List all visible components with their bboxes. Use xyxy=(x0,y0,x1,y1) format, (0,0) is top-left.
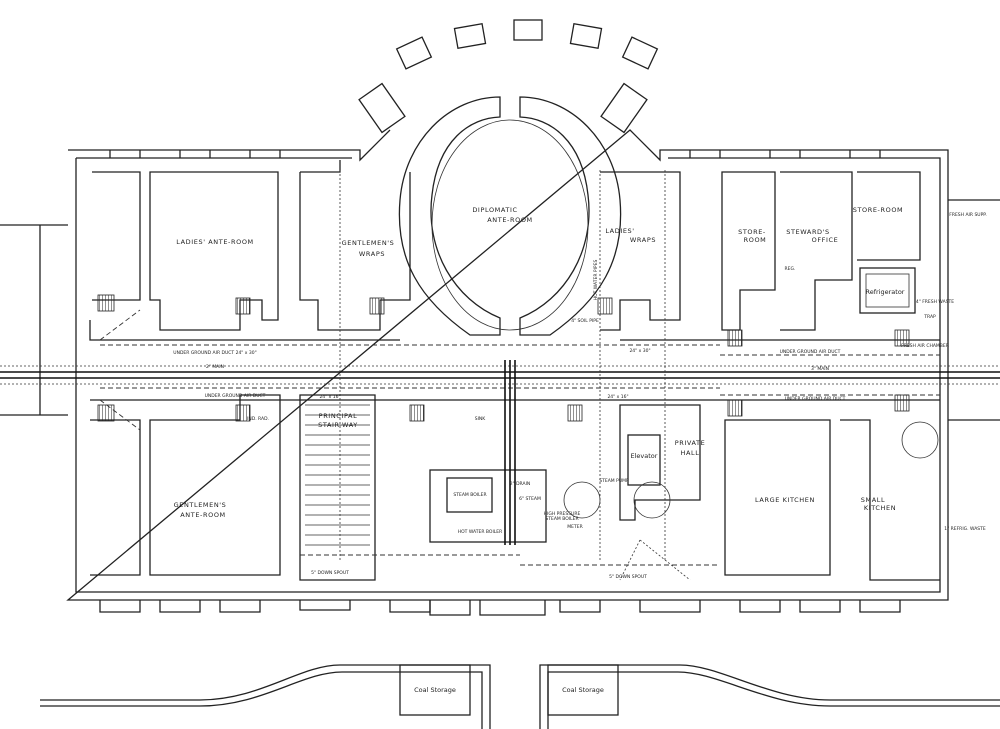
label-coal-storage-2: Coal Storage xyxy=(562,686,604,694)
note-refrig-waste: 1" REFRIG. WASTE xyxy=(944,526,986,532)
label-ladies-ante-room: LADIES' ANTE-ROOM xyxy=(176,238,254,246)
label-steam-boiler: STEAM BOILER xyxy=(453,492,486,498)
note-meter: METER xyxy=(567,524,582,530)
note-24x16a: 24" x 16" xyxy=(319,394,340,400)
note-ind-rad: IND. RAD. xyxy=(247,416,269,422)
label-hp-steam-boiler: HIGH PRESSURE xyxy=(544,511,581,517)
room-labels: LADIES' ANTE-ROOM GENTLEMEN'S WRAPS DIPL… xyxy=(174,206,987,694)
note-duct-top: UNDER GROUND AIR DUCT 24" x 30" xyxy=(173,350,256,356)
note-drain: 2" DRAIN xyxy=(510,481,531,487)
note-steam: 6" STEAM xyxy=(519,496,541,502)
note-soil-pipe: 4" SOIL PIPE xyxy=(571,318,599,324)
label-coal-storage-1: Coal Storage xyxy=(414,686,456,694)
note-duct-right-bottom: UNDER GROUND AIR DUCT xyxy=(785,396,846,402)
label-hot-water-boiler: HOT WATER BOILER xyxy=(458,529,503,535)
label-diplomatic-2: ANTE-ROOM xyxy=(487,216,533,224)
note-fresh-waste: 4" FRESH WASTE xyxy=(916,299,954,305)
note-trap: TRAP xyxy=(923,314,936,320)
label-private-hall: PRIVATE xyxy=(675,439,706,447)
label-gentlemens-wraps: GENTLEMEN'S xyxy=(342,239,395,247)
outer-walls xyxy=(0,129,1000,616)
label-ladies-wraps: LADIES' xyxy=(605,227,634,235)
label-store-room-1b: ROOM xyxy=(744,236,767,244)
label-steam-pump: STEAM PUMP xyxy=(599,478,629,484)
note-down-spout-2: 5" DOWN SPOUT xyxy=(609,574,647,580)
annotations: UNDER GROUND AIR DUCT 24" x 30" UNDER GR… xyxy=(173,260,986,580)
label-refrigerator: Refrigerator xyxy=(866,288,905,296)
label-fresh-air-supply: FRESH AIR SUPP. xyxy=(949,212,987,218)
label-gentlemens-ante-room: GENTLEMEN'S xyxy=(174,501,227,509)
label-elevator: Elevator xyxy=(631,452,658,460)
label-large-kitchen: LARGE KITCHEN xyxy=(755,496,815,504)
label-small-kitchen: SMALL xyxy=(861,496,885,504)
oval-room xyxy=(398,96,622,336)
label-diplomatic: DIPLOMATIC xyxy=(472,206,517,214)
label-stewards-office-2: OFFICE xyxy=(812,236,839,244)
label-store-room-2: STORE-ROOM xyxy=(853,206,904,214)
note-24x16b: 24" x 16" xyxy=(607,394,628,400)
label-gentlemens-ante-room-2: ANTE-ROOM xyxy=(180,511,226,519)
note-reg: REG. xyxy=(785,266,796,272)
bay-piers xyxy=(358,19,659,134)
note-sink: SINK xyxy=(475,416,487,422)
interior-walls-upper xyxy=(89,160,940,341)
label-stewards-office: STEWARD'S xyxy=(786,228,830,236)
note-fresh-air-chamber: FRESH AIR CHAMBER xyxy=(901,343,949,349)
note-duct-right-top: UNDER GROUND AIR DUCT xyxy=(780,349,841,355)
note-24x30: 24" x 30" xyxy=(629,348,650,354)
label-small-kitchen-2: KITCHEN xyxy=(864,504,896,512)
label-gentlemens-wraps-2: WRAPS xyxy=(359,250,385,258)
label-principal-stairway-2: STAIR-WAY xyxy=(318,421,358,429)
label-ladies-wraps-2: WRAPS xyxy=(630,236,656,244)
note-main-right: 3" MAIN xyxy=(811,366,829,372)
label-store-room-1: STORE- xyxy=(738,228,766,236)
note-down-spout-1: 5" DOWN SPOUT xyxy=(311,570,349,576)
note-hot-water-pipes: HOT WATER PIPES xyxy=(593,260,599,301)
coal-storage-area xyxy=(40,664,1000,729)
label-hp-steam-boiler-2: STEAM BOILER xyxy=(545,516,578,522)
label-private-hall-2: HALL xyxy=(681,449,700,457)
label-principal-stairway: PRINCIPAL xyxy=(319,412,358,420)
note-main: 2" MAIN xyxy=(206,364,224,370)
note-duct-bottom: UNDER GROUND AIR DUCT xyxy=(205,393,266,399)
radiators xyxy=(97,294,910,422)
